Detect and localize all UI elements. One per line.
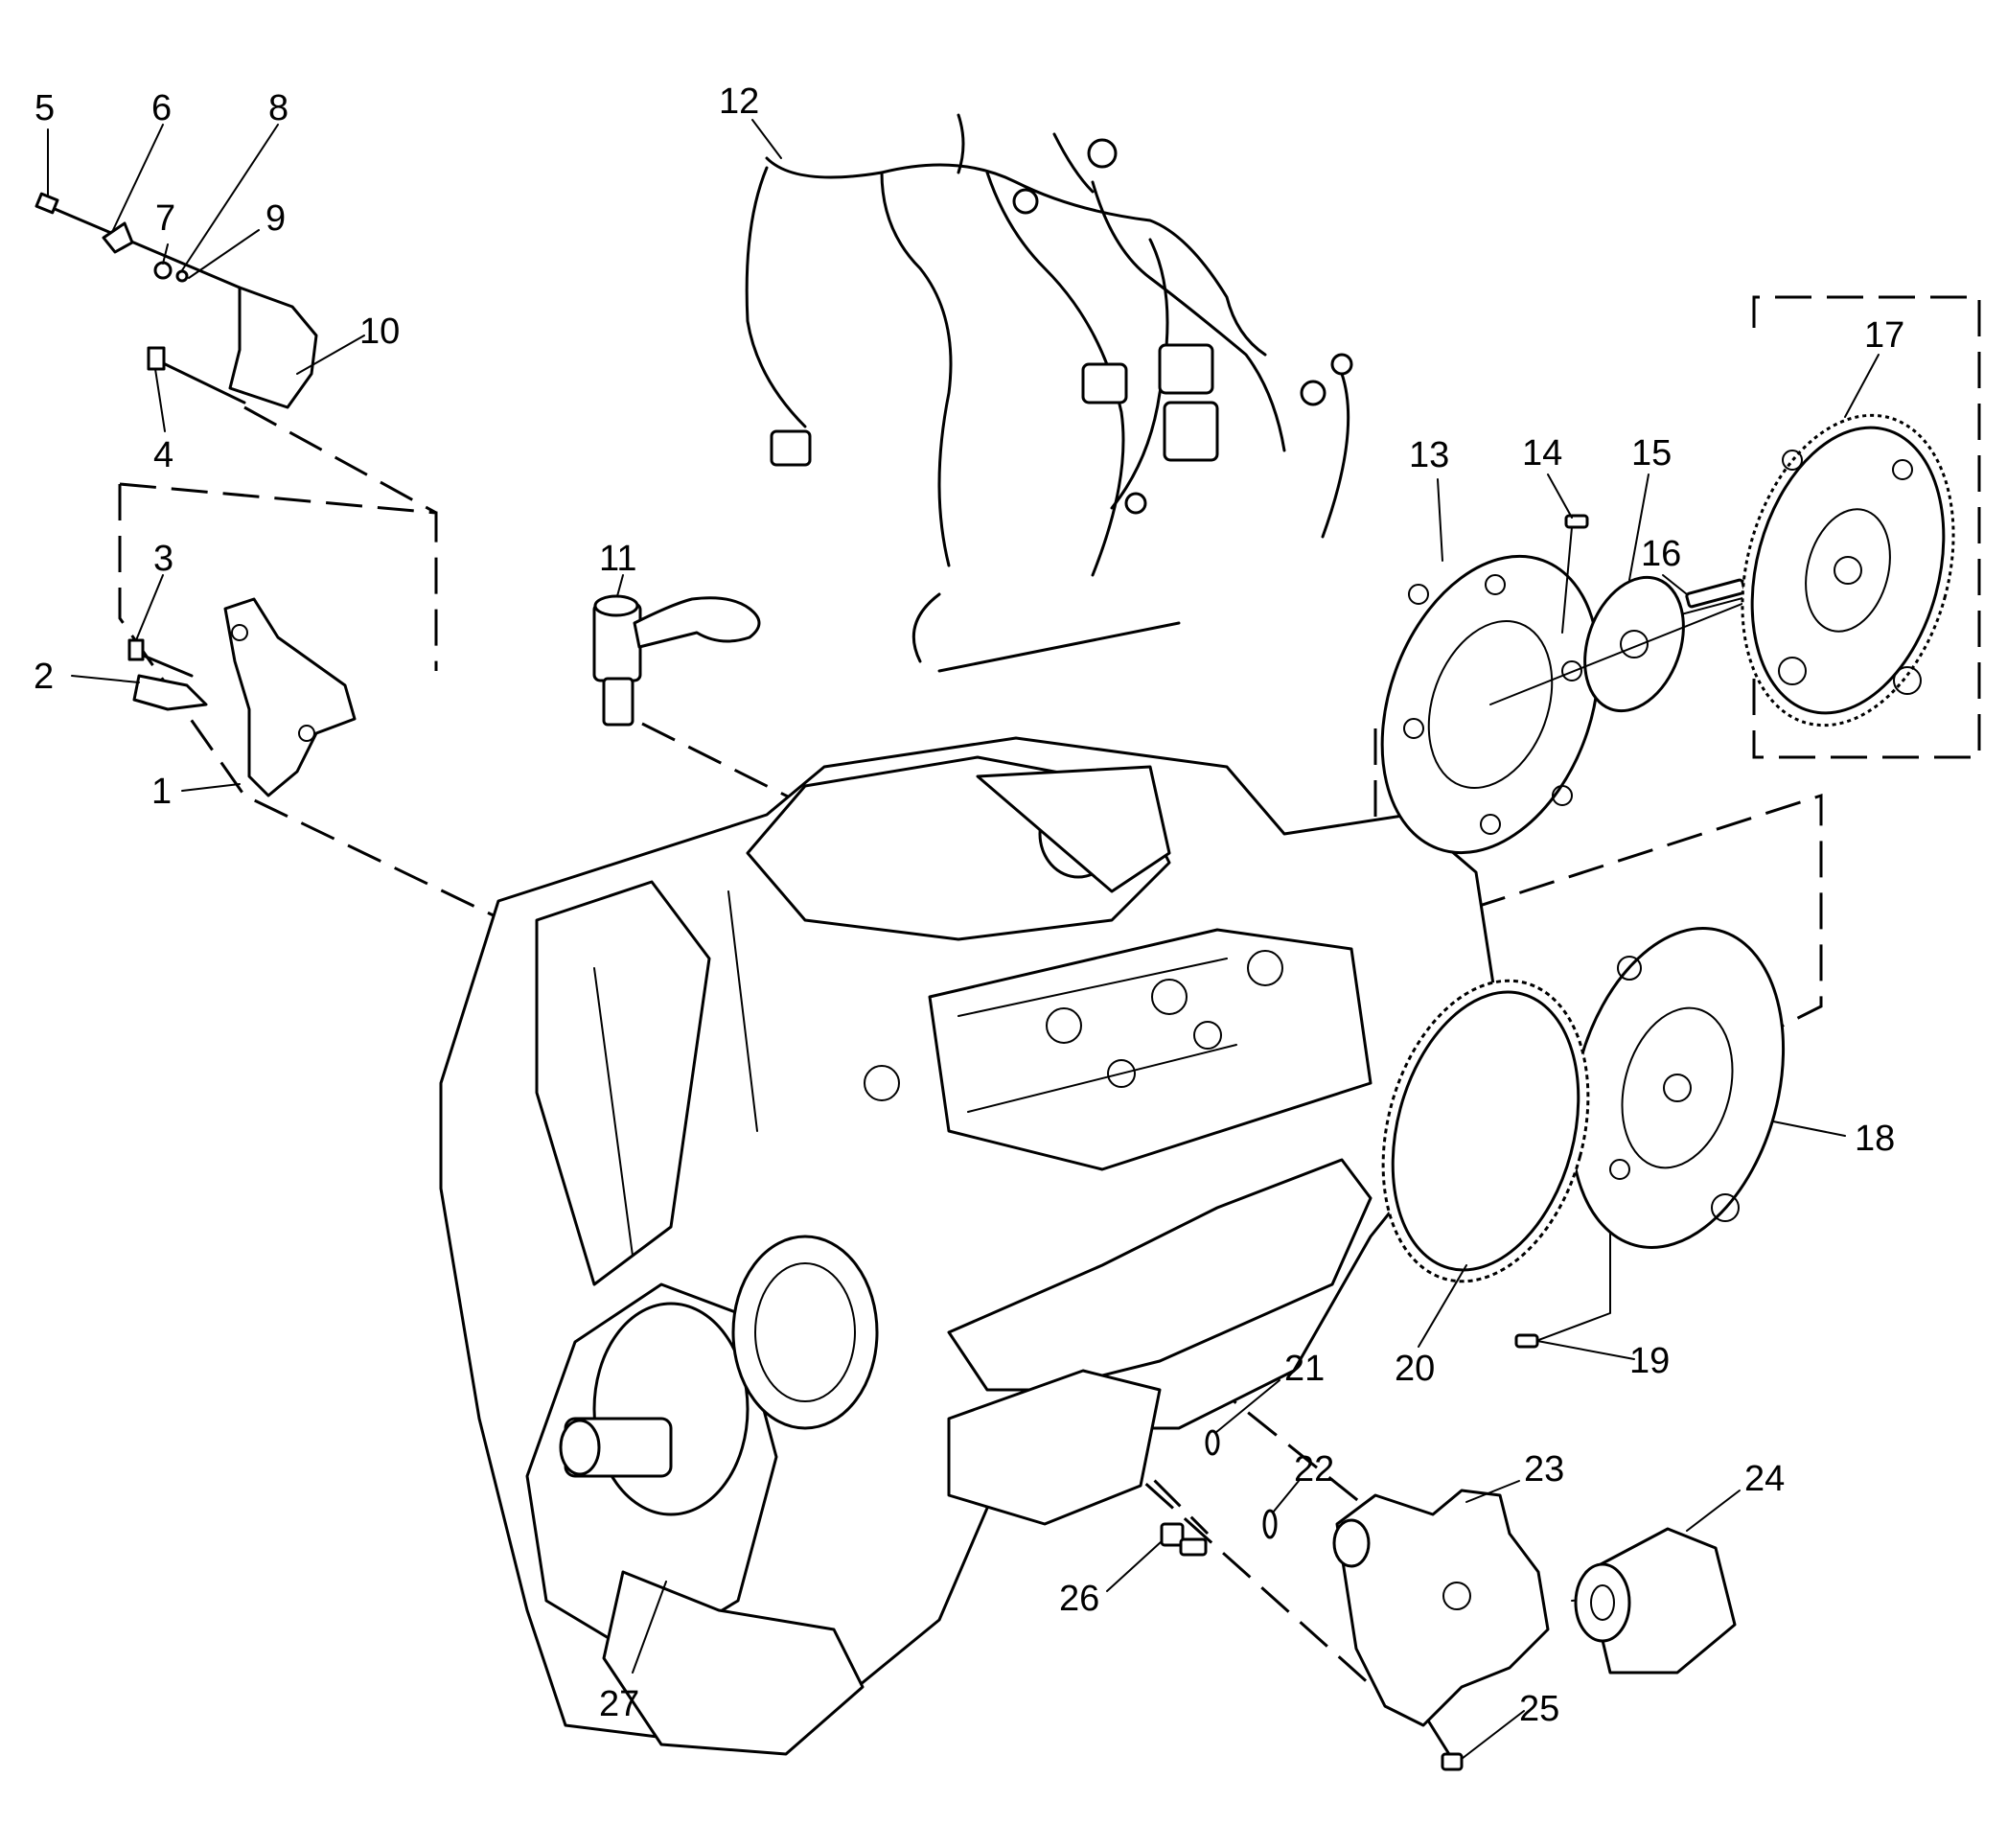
flexplate-18	[1569, 927, 1786, 1249]
callout-17: 17	[1864, 315, 1904, 356]
ring-gear-20	[1381, 979, 1590, 1283]
sensor-11	[592, 594, 761, 727]
callout-18: 18	[1855, 1119, 1895, 1159]
bolt-25	[1426, 1719, 1464, 1771]
callout-27: 27	[599, 1684, 639, 1724]
engine-block	[439, 736, 1497, 1756]
callout-5: 5	[35, 88, 55, 128]
pin-19	[1514, 1333, 1539, 1349]
callout-22: 22	[1294, 1449, 1334, 1490]
callout-6: 6	[151, 88, 172, 128]
callout-11: 11	[599, 539, 636, 579]
callout-19: 19	[1629, 1341, 1670, 1381]
callout-15: 15	[1631, 433, 1672, 474]
callout-20: 20	[1395, 1349, 1435, 1389]
top-bracket-assembly	[35, 192, 318, 409]
o-ring-22	[1262, 1509, 1278, 1539]
callout-16: 16	[1641, 534, 1681, 574]
callout-21: 21	[1284, 1349, 1325, 1389]
callout-3: 3	[153, 539, 173, 579]
sensor-26	[1160, 1522, 1208, 1557]
callout-26: 26	[1059, 1579, 1099, 1619]
callout-10: 10	[359, 312, 400, 352]
callout-14: 14	[1522, 433, 1562, 474]
oil-filter-adapter-23	[1332, 1489, 1550, 1727]
callout-23: 23	[1524, 1449, 1564, 1490]
callout-4: 4	[153, 435, 173, 475]
callout-8: 8	[268, 88, 288, 128]
oil-filter-24	[1574, 1527, 1737, 1675]
callout-12: 12	[719, 81, 759, 122]
seal-21	[1205, 1429, 1220, 1456]
callout-25: 25	[1519, 1689, 1559, 1729]
wiring-harness	[745, 113, 1353, 673]
callout-24: 24	[1744, 1459, 1785, 1499]
flywheel-17	[1741, 413, 1955, 728]
callout-13: 13	[1409, 435, 1449, 475]
engine-bracket	[127, 597, 357, 797]
callout-9: 9	[265, 198, 286, 239]
callout-1: 1	[151, 772, 172, 812]
callout-2: 2	[34, 657, 54, 697]
callout-labels: 5 6 8 7 9 10 4 3 2 1 11 12 13 14 15 16 1…	[34, 81, 1904, 1729]
callout-7: 7	[155, 198, 175, 239]
leader-lines	[47, 119, 1880, 1760]
spacer-plate-15	[1489, 575, 1803, 713]
dowel-pin-14	[1561, 514, 1589, 634]
